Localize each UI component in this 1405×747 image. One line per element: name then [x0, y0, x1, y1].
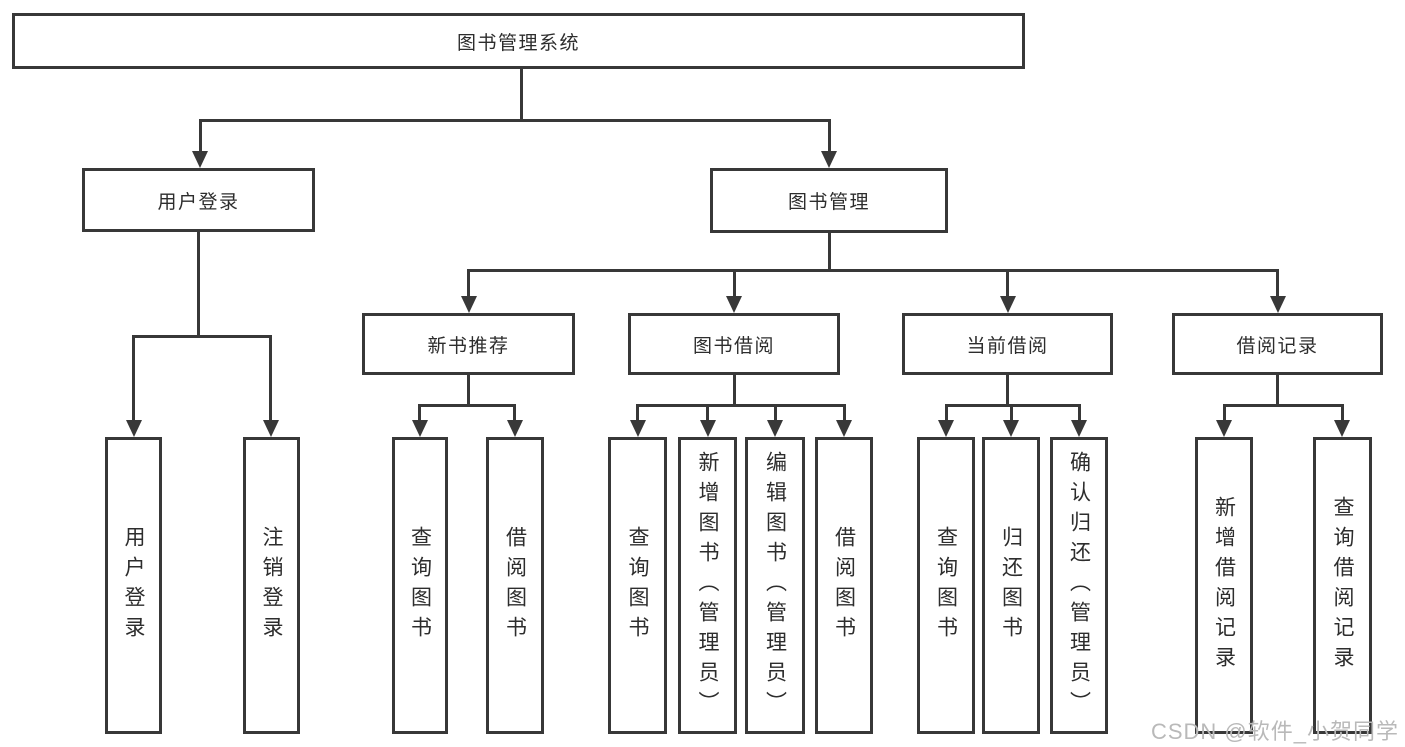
connector-line	[706, 404, 709, 423]
connector-line	[1006, 269, 1009, 299]
connector-line	[199, 119, 831, 122]
connector-line	[945, 404, 948, 423]
arrowhead-down-icon	[700, 420, 716, 437]
leaf-query-borrow-record: 查询借阅记录	[1313, 437, 1372, 734]
leaf-confirm-return-admin: 确认归还（管理员）	[1050, 437, 1108, 734]
connector-line	[733, 375, 736, 406]
arrowhead-down-icon	[938, 420, 954, 437]
leaf-add-books-admin: 新增图书（管理员）	[678, 437, 737, 734]
connector-line	[636, 404, 846, 407]
connector-line	[467, 269, 1279, 272]
connector-line	[945, 404, 1081, 407]
leaf-borrow-books: 借阅图书	[815, 437, 873, 734]
csdn-watermark: CSDN @软件_小贺同学	[1150, 719, 1399, 744]
arrowhead-down-icon	[1216, 420, 1232, 437]
node-user-login: 用户登录	[82, 168, 315, 232]
connector-line	[418, 404, 421, 423]
arrowhead-down-icon	[461, 296, 477, 313]
connector-line	[1223, 404, 1344, 407]
connector-line	[467, 375, 470, 406]
connector-line	[774, 404, 777, 423]
arrowhead-down-icon	[767, 420, 783, 437]
node-new-book-recommendation: 新书推荐	[362, 313, 575, 375]
leaf-edit-books-admin: 编辑图书（管理员）	[745, 437, 805, 734]
arrowhead-down-icon	[507, 420, 523, 437]
connector-line	[197, 232, 200, 336]
node-library-management-system: 图书管理系统	[12, 13, 1025, 69]
node-book-management: 图书管理	[710, 168, 948, 233]
connector-line	[843, 404, 846, 423]
node-book-borrowing: 图书借阅	[628, 313, 840, 375]
connector-line	[636, 404, 639, 423]
leaf-query-books-current: 查询图书	[917, 437, 975, 734]
leaf-logout: 注销登录	[243, 437, 300, 734]
arrowhead-down-icon	[836, 420, 852, 437]
arrowhead-down-icon	[1270, 296, 1286, 313]
leaf-borrow-books-recommend: 借阅图书	[486, 437, 544, 734]
connector-line	[520, 69, 523, 119]
arrowhead-down-icon	[412, 420, 428, 437]
arrowhead-down-icon	[630, 420, 646, 437]
connector-line	[733, 269, 736, 299]
connector-line	[269, 335, 272, 422]
connector-line	[132, 335, 135, 422]
connector-line	[1223, 404, 1226, 423]
node-borrowing-records: 借阅记录	[1172, 313, 1383, 375]
connector-line	[1006, 375, 1009, 406]
connector-line	[132, 335, 272, 338]
node-current-borrowing: 当前借阅	[902, 313, 1113, 375]
arrowhead-down-icon	[1334, 420, 1350, 437]
connector-line	[1010, 404, 1013, 423]
leaf-user-login: 用户登录	[105, 437, 162, 734]
arrowhead-down-icon	[1071, 420, 1087, 437]
leaf-return-books: 归还图书	[982, 437, 1040, 734]
arrowhead-down-icon	[1000, 296, 1016, 313]
connector-line	[828, 233, 831, 271]
arrowhead-down-icon	[126, 420, 142, 437]
leaf-query-books-recommend: 查询图书	[392, 437, 448, 734]
connector-line	[513, 404, 516, 423]
connector-line	[467, 269, 470, 299]
connector-line	[828, 119, 831, 154]
arrowhead-down-icon	[263, 420, 279, 437]
connector-line	[199, 119, 202, 154]
leaf-add-borrow-record: 新增借阅记录	[1195, 437, 1253, 734]
arrowhead-down-icon	[1003, 420, 1019, 437]
connector-line	[1276, 375, 1279, 406]
arrowhead-down-icon	[726, 296, 742, 313]
connector-line	[1341, 404, 1344, 423]
connector-line	[1276, 269, 1279, 299]
leaf-query-books-borrow: 查询图书	[608, 437, 667, 734]
connector-line	[1078, 404, 1081, 423]
arrowhead-down-icon	[821, 151, 837, 168]
arrowhead-down-icon	[192, 151, 208, 168]
connector-line	[418, 404, 516, 407]
